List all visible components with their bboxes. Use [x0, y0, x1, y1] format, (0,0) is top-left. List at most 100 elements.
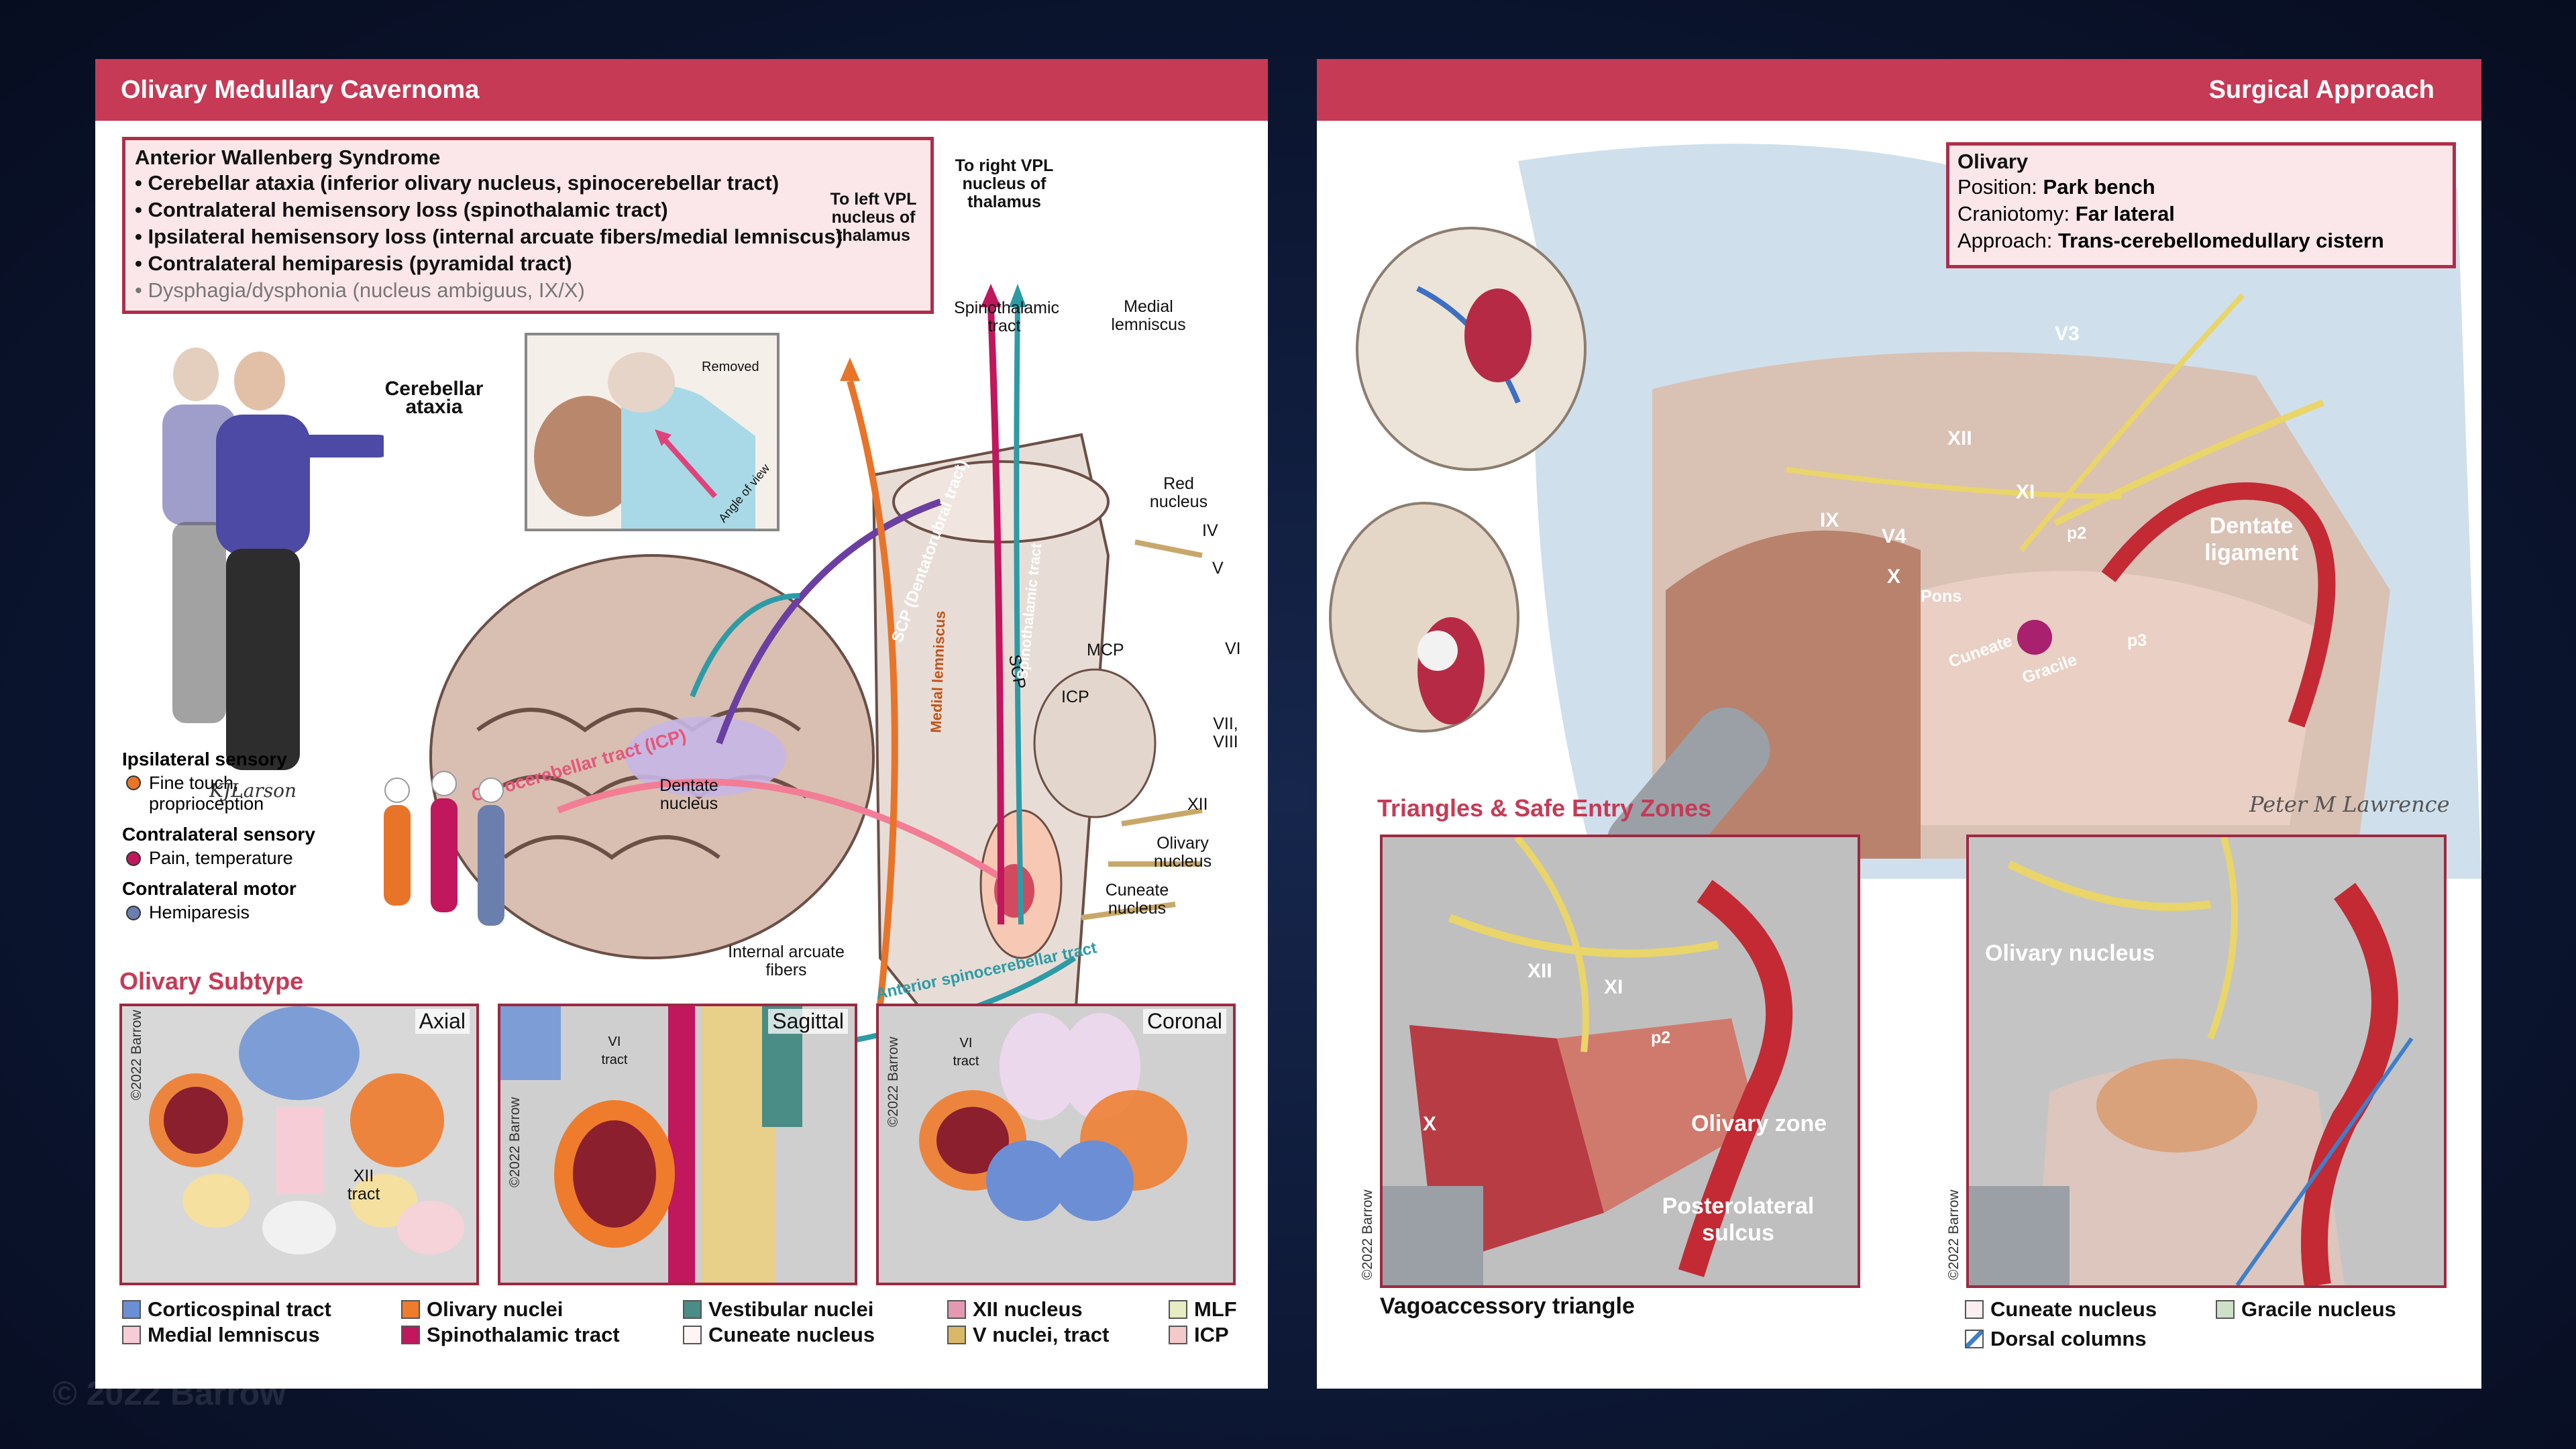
nerve-vi-label: VI: [1225, 639, 1241, 658]
legend-item: Vestibular nuclei: [683, 1297, 873, 1322]
olivary-nucleus-label: Olivary nucleus: [1153, 834, 1212, 871]
legend-label: MLF: [1194, 1297, 1237, 1321]
ataxia-patient-illustration: KJLarson: [162, 347, 384, 802]
legend-item: Cuneate nucleus: [1965, 1297, 2157, 1322]
vi-tract-label: VI tract: [601, 1034, 628, 1067]
sensory-heading: Contralateral sensory: [122, 824, 315, 845]
internal-arcuate-label: Internal arcuate fibers: [728, 943, 845, 979]
legend-label: Cuneate nucleus: [1990, 1297, 2157, 1321]
syndrome-item: • Contralateral hemisensory loss (spinot…: [135, 198, 668, 221]
syndrome-item: • Cerebellar ataxia (inferior olivary nu…: [135, 171, 780, 195]
coronal-copyright: ©2022 Barrow: [885, 1036, 901, 1127]
right-panel: Surgical Approach Olivary Position: Park…: [1317, 59, 2481, 1389]
nerve-v-label: V: [1212, 559, 1224, 578]
legend-label: Vestibular nuclei: [708, 1297, 874, 1321]
right-panel-title: Surgical Approach: [1317, 59, 2481, 121]
left-panel: Olivary Medullary Cavernoma Anterior Wal…: [95, 59, 1268, 1389]
mcp-label: MCP: [1087, 641, 1124, 659]
cuneate-nucleus-label: Cuneate nucleus: [1105, 881, 1169, 918]
legend-label: Medial lemniscus: [148, 1323, 320, 1346]
legend-item: V nuclei, tract: [947, 1323, 1109, 1347]
tri-p2-label: p2: [1651, 1028, 1671, 1047]
axial-copyright: ©2022 Barrow: [129, 1010, 144, 1100]
sensory-heading: Ipsilateral sensory: [122, 749, 287, 769]
dentate-ligament-label: Dentate ligament: [2204, 513, 2298, 566]
to-right-vpl-label: To right VPL nucleus of thalamus: [955, 156, 1054, 211]
legend-label: Cuneate nucleus: [708, 1323, 875, 1346]
nerve-v3-label: V3: [2055, 323, 2080, 345]
red-nucleus-label: Red nucleus: [1149, 474, 1208, 511]
sensory-item: Hemiparesis: [149, 902, 250, 922]
syndrome-item: • Ipsilateral hemisensory loss (internal…: [135, 225, 843, 248]
legend-item: Gracile nucleus: [2216, 1297, 2396, 1322]
approach-key: Position:: [1957, 175, 2037, 199]
syndrome-item: • Contralateral hemiparesis (pyramidal t…: [135, 252, 572, 275]
removed-label: Removed: [702, 360, 759, 374]
to-left-vpl-label: To left VPL nucleus of thalamus: [830, 190, 917, 245]
legend-item: Dorsal columns: [1965, 1327, 2147, 1351]
brainstem-pathway-diagram: [429, 284, 1203, 1061]
sensory-legend: Ipsilateral sensory Fine touch, proprioc…: [122, 749, 390, 923]
p3-label: p3: [2127, 631, 2147, 650]
xii-tract-label: XII tract: [347, 1167, 380, 1203]
olivary-zone-label: Olivary zone: [1691, 1111, 1827, 1136]
legend-item: ICP: [1169, 1323, 1229, 1347]
legend-item: MLF: [1169, 1297, 1237, 1322]
nerve-xii-label: XII: [1187, 795, 1208, 814]
nerve-vii-viii-label: VII, VIII: [1213, 714, 1238, 751]
hemiparesis-dot: [126, 905, 141, 920]
surgical-approach-illustration: [1317, 121, 2481, 879]
nerve-ix-label: IX: [1820, 509, 1839, 531]
axial-tag: Axial: [415, 1009, 470, 1034]
approach-value: Far lateral: [2075, 202, 2175, 225]
nerve-v4-label: V4: [1882, 525, 1907, 547]
tri-xi-label: XI: [1604, 976, 1623, 998]
sagittal-view: Sagittal VI tract ©2022 Barrow: [498, 1004, 857, 1285]
legend-label: V nuclei, tract: [973, 1323, 1110, 1346]
sensory-heading: Contralateral motor: [122, 878, 297, 899]
olivary-nucleus-view: Olivary nucleus: [1966, 835, 2447, 1288]
nerve-x-label: X: [1887, 566, 1901, 588]
legend-label: Gracile nucleus: [2241, 1297, 2396, 1321]
nerve-iv-label: IV: [1202, 521, 1218, 540]
signature: Peter M Lawrence: [2249, 792, 2450, 817]
olivary-subtype-title: Olivary Subtype: [119, 967, 304, 995]
tri1-copyright: ©2022 Barrow: [1360, 1189, 1375, 1280]
sensory-item: Fine touch, proprioception: [149, 773, 264, 814]
left-panel-title: Olivary Medullary Cavernoma: [95, 59, 1268, 121]
vagoaccessory-triangle-view: XII XI p2 X Olivary zone Posterolateral …: [1380, 835, 1860, 1288]
watermark: © 2022 Barrow: [52, 1375, 286, 1412]
approach-title: Olivary: [1957, 150, 2029, 173]
approach-key: Craniotomy:: [1957, 202, 2070, 225]
pain-dot: [126, 851, 141, 866]
posterolateral-sulcus-label: Posterolateral sulcus: [1662, 1193, 1815, 1246]
syndrome-title: Anterior Wallenberg Syndrome: [135, 146, 441, 169]
icp-label: ICP: [1061, 688, 1089, 706]
pons-label: Pons: [1921, 587, 1962, 606]
legend-item: Olivary nuclei: [401, 1297, 563, 1322]
vagoaccessory-caption: Vagoaccessory triangle: [1380, 1293, 1635, 1319]
legend-label: Corticospinal tract: [148, 1297, 331, 1321]
tri-x-label: X: [1423, 1113, 1437, 1135]
coronal-view: Coronal VI tract ©2022 Barrow: [876, 1004, 1236, 1285]
nerve-xii-label: XII: [1947, 427, 1972, 449]
cerebellar-ataxia-label: Cerebellar ataxia: [384, 378, 484, 418]
inset-angle-of-view: Removed Angle of view: [525, 333, 780, 531]
legend-item: Spinothalamic tract: [401, 1323, 620, 1347]
tri-xii-label: XII: [1527, 960, 1552, 982]
approach-key: Approach:: [1957, 229, 2053, 252]
olivary-nucleus-label: Olivary nucleus: [1985, 941, 2155, 966]
legend-item: Corticospinal tract: [122, 1297, 331, 1322]
legend-label: ICP: [1194, 1323, 1229, 1346]
legend-item: Medial lemniscus: [122, 1323, 320, 1347]
approach-value: Trans-cerebellomedullary cistern: [2057, 229, 2384, 252]
svg-text:KJLarson: KJLarson: [209, 780, 297, 802]
tri2-copyright: ©2022 Barrow: [1946, 1189, 1962, 1280]
syndrome-item: • Dysphagia/dysphonia (nucleus ambiguus,…: [135, 278, 585, 302]
fine-touch-dot: [126, 775, 141, 790]
approach-box: Olivary Position: Park bench Craniotomy:…: [1946, 142, 2456, 268]
triangles-title: Triangles & Safe Entry Zones: [1377, 794, 1712, 822]
dentate-nucleus-label: Dentate nucleus: [659, 776, 718, 813]
legend-item: Cuneate nucleus: [683, 1323, 875, 1347]
spinothalamic-tract-label: Spinothalamic tract: [954, 299, 1060, 335]
